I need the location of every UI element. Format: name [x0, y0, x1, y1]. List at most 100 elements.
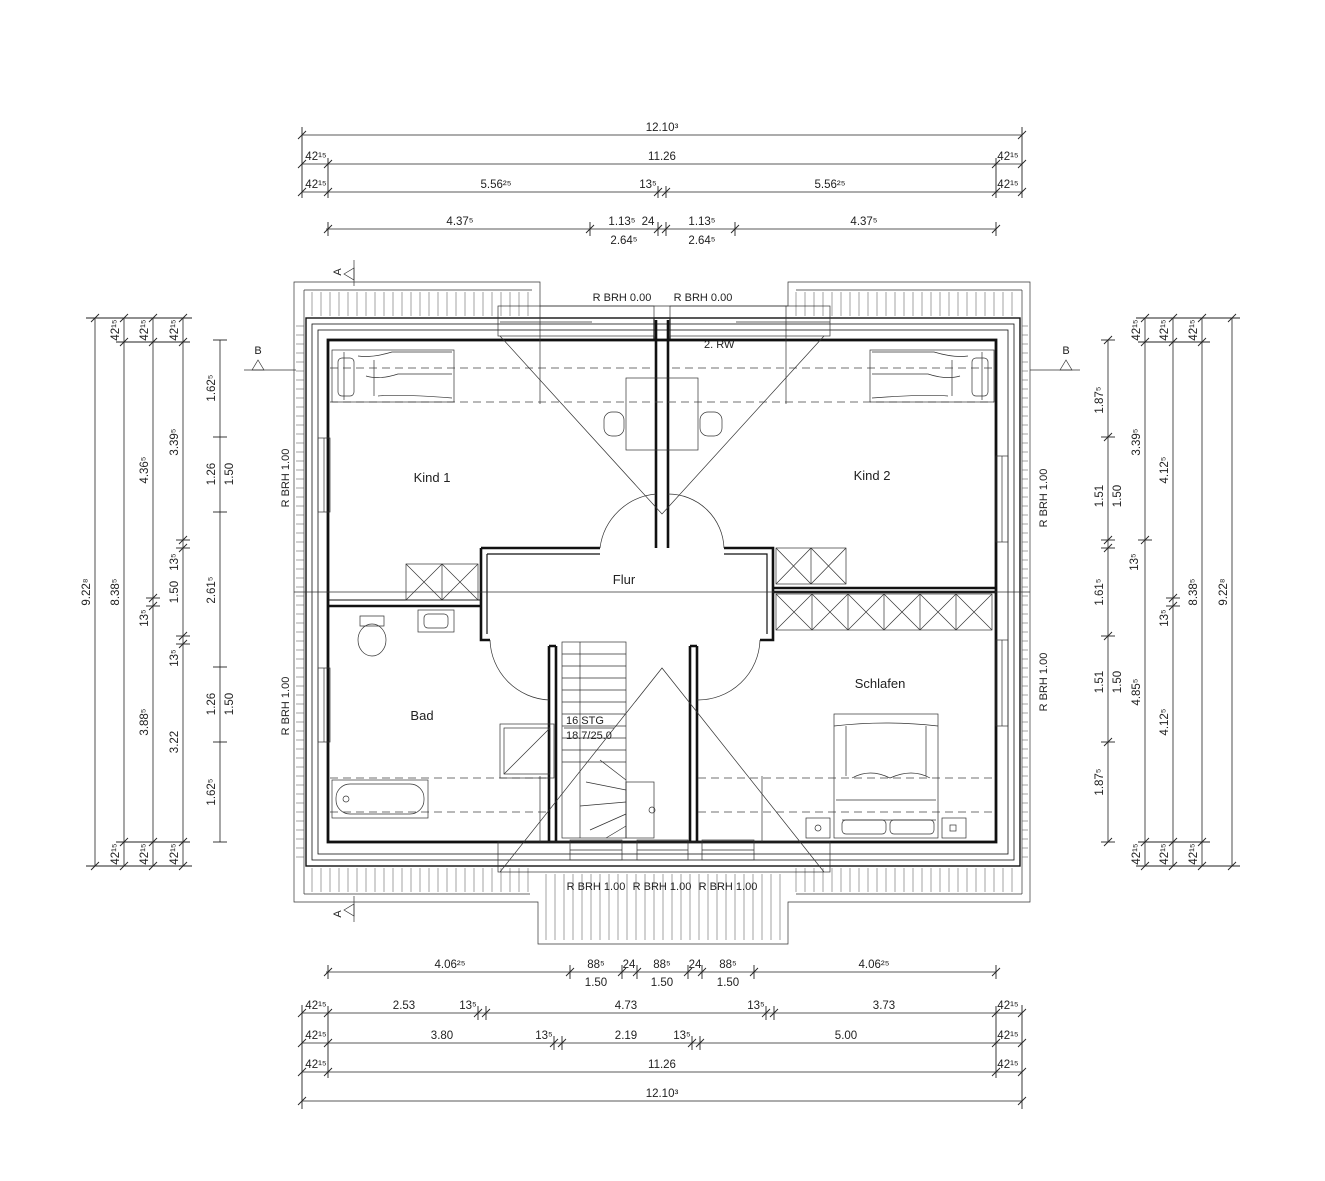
staircase [561, 641, 656, 839]
dim-label: 2.61⁵ [206, 576, 218, 603]
label-brh-top-right: R BRH 0.00 [674, 292, 733, 304]
kneewall-lines [294, 367, 1030, 813]
dim-label: 1.50 [651, 977, 673, 989]
svg-text:A: A [332, 910, 344, 918]
dim-label: 2.53 [393, 1000, 415, 1012]
dim-label: 13⁵ [169, 649, 181, 667]
dim-label: 42¹⁵ [305, 1000, 327, 1012]
dim-label: 8.38⁵ [1188, 578, 1200, 605]
dim-label: 42¹⁵ [1131, 843, 1143, 865]
dim-label: 1.26 [206, 693, 218, 715]
dim-label: 1.50 [169, 581, 181, 603]
dim-label: 2.64⁵ [610, 235, 637, 247]
dim-label: 13⁵ [1129, 553, 1141, 571]
dim-label: 13⁵ [169, 553, 181, 571]
dim-label: 4.37⁵ [446, 216, 473, 228]
label-brh-top-left: R BRH 0.00 [593, 292, 652, 304]
dim-label: 4.06²⁵ [435, 959, 466, 971]
svg-text:A: A [332, 268, 344, 276]
dim-label: 1.26 [206, 463, 218, 485]
dim-label: 13⁵ [459, 1000, 477, 1012]
dim-label: 13⁵ [139, 609, 151, 627]
dim-label: 24 [642, 216, 655, 228]
dim-label: 42¹⁵ [997, 1000, 1019, 1012]
dim-label: 42¹⁵ [110, 319, 122, 341]
dim-label: 42¹⁵ [139, 843, 151, 865]
dim-label: 1.50 [1112, 671, 1124, 693]
hatch-line [579, 801, 627, 807]
dim-label: 4.73 [615, 1000, 637, 1012]
labels: Kind 1 Kind 2 Flur Bad Schlafen 2. RW 16… [280, 292, 1050, 893]
dim-label: 11.26 [648, 151, 676, 163]
dim-right-total: 9.22⁸ [1218, 578, 1230, 605]
dim-label: 3.39⁵ [1131, 428, 1143, 455]
section-marker-b-right: B [1030, 345, 1080, 371]
section-marker-b-left: B [244, 345, 296, 371]
dim-label: 13⁵ [747, 1000, 765, 1012]
dim-label: 1.62⁵ [206, 778, 218, 805]
dim-label: 5.56²⁵ [815, 179, 846, 191]
dim-label: 3.80 [431, 1030, 453, 1042]
label-brh-bottom-2: R BRH 1.00 [633, 881, 692, 893]
dim-label: 1.50 [224, 463, 236, 485]
dim-label: 42¹⁵ [139, 319, 151, 341]
top-dimensions: 12.10³ 42¹⁵ 11.26 42¹⁵ 42¹⁵ 5.56²⁵ 13⁵ 5… [297, 122, 1027, 247]
label-brh-bottom-3: R BRH 1.00 [699, 881, 758, 893]
dim-label: 4.37⁵ [850, 216, 877, 228]
dim-label: 24 [623, 959, 636, 971]
dim-label: 42¹⁵ [1131, 319, 1143, 341]
dim-label: 3.22 [169, 731, 181, 753]
dim-label: 2.64⁵ [688, 235, 715, 247]
dim-label: 42¹⁵ [305, 1030, 327, 1042]
dim-top-total: 12.10³ [646, 122, 679, 134]
dim-label: 24 [689, 959, 702, 971]
dim-label: 3.73 [873, 1000, 895, 1012]
svg-text:B: B [254, 345, 261, 357]
dim-label: 1.50 [224, 693, 236, 715]
hatch-line [585, 781, 627, 791]
dim-label: 11.26 [648, 1059, 676, 1071]
left-dimensions: 9.22⁸ 42¹⁵ 8.38⁵ 42¹⁵ 42¹⁵ 4.36⁵ 13⁵ 3.8… [81, 313, 236, 871]
hatch-line [589, 813, 627, 831]
dim-label: 4.36⁵ [139, 456, 151, 483]
dim-label: 5.00 [835, 1030, 857, 1042]
room-bad: Bad [410, 708, 433, 723]
dim-label: 1.13⁵ [688, 216, 715, 228]
dim-label: 42¹⁵ [1188, 843, 1200, 865]
dim-label: 42¹⁵ [1159, 319, 1171, 341]
label-brh-right-upper: R BRH 1.00 [1038, 469, 1050, 528]
dim-label: 88⁵ [653, 959, 671, 971]
section-marker-a-bottom: A [332, 896, 355, 922]
right-dimensions: 1.87⁵ 1.51 13⁵ 1.61⁵ 1.51 1.87⁵ 1.50 1.5… [1094, 313, 1240, 871]
dim-label: 42¹⁵ [997, 179, 1019, 191]
dim-label: 42¹⁵ [305, 151, 327, 163]
dim-label: 42¹⁵ [997, 151, 1019, 163]
dim-label: 1.51 [1094, 485, 1106, 507]
dim-label: 5.56²⁵ [481, 179, 512, 191]
room-kind-1: Kind 1 [414, 470, 451, 485]
dim-label: 4.06²⁵ [859, 959, 890, 971]
dim-label: 42¹⁵ [110, 843, 122, 865]
dim-label: 4.12⁵ [1159, 456, 1171, 483]
dim-label: 3.88⁵ [139, 708, 151, 735]
dim-label: 13⁵ [535, 1030, 553, 1042]
dim-label: 8.38⁵ [110, 578, 122, 605]
dim-label: 1.51 [1094, 671, 1106, 693]
bottom-dimensions: 4.06²⁵ 88⁵ 24 88⁵ 24 88⁵ 4.06²⁵ 1.50 1.5… [297, 959, 1027, 1109]
dim-label: 1.13⁵ [608, 216, 635, 228]
dim-label: 1.50 [717, 977, 739, 989]
dim-bottom-total: 12.10³ [646, 1088, 679, 1100]
dim-label: 3.39⁵ [169, 428, 181, 455]
dim-label: 1.50 [1112, 485, 1124, 507]
hatch-line [605, 825, 627, 839]
room-flur: Flur [613, 572, 636, 587]
dormer-lines [499, 306, 825, 873]
dim-label: 1.61⁵ [1094, 578, 1106, 605]
dim-label: 42¹⁵ [1188, 319, 1200, 341]
label-brh-bottom-1: R BRH 1.00 [567, 881, 626, 893]
section-markers: A A B B [244, 260, 1080, 922]
room-kind-2: Kind 2 [854, 468, 891, 483]
label-brh-left-lower: R BRH 1.00 [280, 677, 292, 736]
dim-label: 13⁵ [673, 1030, 691, 1042]
